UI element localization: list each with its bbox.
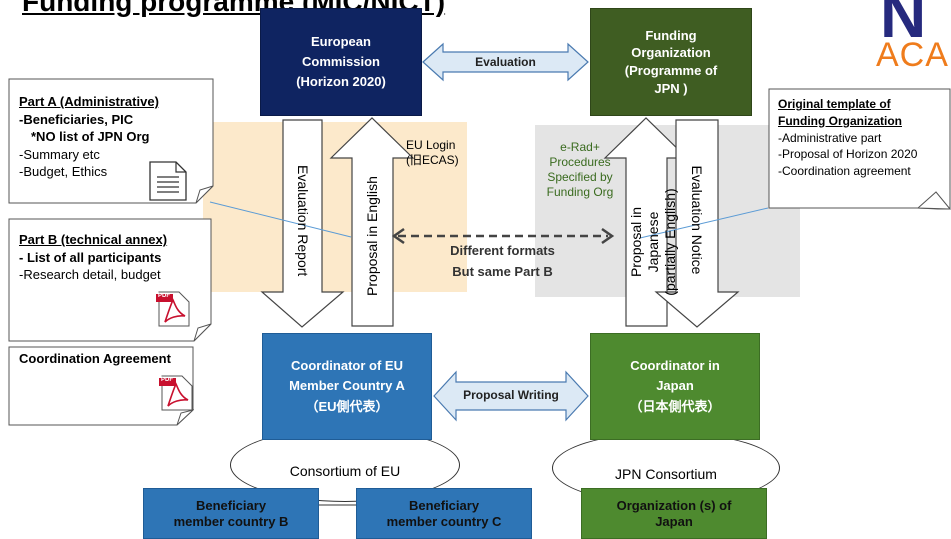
- eu-submission-band: [203, 122, 467, 292]
- ec-line1: European: [311, 33, 371, 49]
- proposal-writing-arrow: [433, 370, 589, 422]
- proposal-japanese-label: Proposal in Japanese (partially English): [628, 185, 678, 299]
- pdf-icon: [159, 375, 193, 411]
- pdf-icon: [156, 291, 190, 327]
- note-b-line2: -Research detail, budget: [19, 267, 161, 283]
- org-japan-line1: Organization (s) of: [616, 497, 732, 513]
- eu-login-line1: EU Login: [406, 138, 456, 152]
- eu-login-line2: (旧ECAS): [406, 153, 459, 167]
- proposal-english-arrow: [329, 117, 415, 327]
- note-fo-heading2: Funding Organization: [778, 113, 902, 128]
- note-a-line3: -Summary etc: [19, 146, 100, 162]
- note-fo-line3: -Coordination agreement: [778, 164, 911, 179]
- evaluation-label: Evaluation: [475, 55, 536, 69]
- note-fo-line1: -Administrative part: [778, 130, 882, 145]
- proposal-english-label: Proposal in English: [364, 176, 380, 296]
- erad-line2: Procedures: [549, 155, 611, 169]
- fo-line1: Funding: [645, 27, 697, 43]
- evaluation-notice-arrow: [654, 119, 740, 328]
- erad-label: e-Rad+ Procedures Specified by Funding O…: [540, 140, 620, 200]
- proposal-japanese-line2: (partially English): [662, 188, 678, 296]
- beneficiary-c-box: Beneficiary member country C: [356, 488, 532, 539]
- evaluation-arrow: [422, 42, 589, 82]
- beneficiary-c-line1: Beneficiary: [408, 497, 480, 513]
- evaluation-report-arrow: [260, 119, 345, 328]
- fo-line4: JPN ): [654, 80, 688, 96]
- note-funding-org-template: Original template of Funding Organizatio…: [778, 96, 951, 180]
- coord-jp-front-line3: （日本側代表）: [629, 398, 721, 414]
- beneficiary-c-line2: member country C: [386, 513, 502, 529]
- different-line1: Different formats: [450, 243, 555, 258]
- coord-eu-front-line3: （EU側代表）: [305, 398, 389, 414]
- pdf-badge-c: PDF: [161, 377, 173, 383]
- org-japan-line2: Japan: [655, 513, 693, 529]
- coord-jp-front-line1: Coordinator in: [630, 358, 720, 374]
- erad-line4: Funding Org: [546, 185, 614, 199]
- note-a-line4: -Budget, Ethics: [19, 164, 108, 180]
- beneficiary-b-line1: Beneficiary: [195, 497, 267, 513]
- different-line2: But same Part B: [452, 263, 553, 279]
- organization-japan-box: Organization (s) of Japan: [581, 488, 767, 539]
- proposal-writing-label: Proposal Writing: [463, 388, 559, 402]
- note-fo-heading1: Original template of: [778, 97, 891, 111]
- funding-organization-box: Funding Organization (Programme of JPN ): [590, 8, 752, 116]
- fo-line3: (Programme of: [624, 63, 718, 78]
- jp-consortium-label: JPN Consortium: [615, 466, 717, 482]
- proposal-japanese-line1: Proposal in Japanese: [628, 206, 661, 278]
- note-b-heading: Part B (technical annex): [19, 232, 168, 247]
- note-a-callout: [209, 201, 352, 238]
- evaluation-notice-label: Evaluation Notice: [689, 165, 705, 275]
- eu-login-label: EU Login (旧ECAS): [406, 138, 459, 168]
- ec-line2: Commission: [301, 53, 380, 69]
- pdf-badge-b: PDF: [158, 293, 170, 299]
- ec-line3: (Horizon 2020): [296, 74, 386, 90]
- coord-jp-front-line2: Japan: [656, 378, 694, 394]
- note-part-a: Part A (Administrative) -Beneficiaries, …: [19, 93, 209, 181]
- note-fo-callout: [639, 207, 769, 239]
- note-fo-shape: [768, 88, 951, 210]
- note-coordination-agreement: Coordination Agreement: [19, 351, 171, 366]
- erad-line3: Specified by: [547, 170, 613, 184]
- logo-letter: N: [880, 0, 927, 51]
- coord-eu-front-line2: Member Country A: [289, 378, 405, 394]
- logo-text: ACA: [876, 36, 949, 74]
- erad-line1: e-Rad+: [560, 140, 600, 154]
- coordinator-eu-box-front: Coordinator of EU Member Country A （EU側代…: [262, 333, 432, 440]
- european-commission-box: European Commission (Horizon 2020): [260, 8, 422, 116]
- coord-eu-front-line1: Coordinator of EU: [291, 358, 403, 374]
- evaluation-report-label: Evaluation Report: [295, 165, 311, 277]
- note-a-heading: Part A (Administrative): [19, 94, 159, 109]
- document-icon: [149, 161, 187, 201]
- note-a-line1: -Beneficiaries, PIC: [19, 111, 134, 127]
- fo-line2: Organization: [631, 45, 711, 61]
- different-formats-label: Different formats But same Part B: [420, 241, 585, 283]
- note-fo-line2: -Proposal of Horizon 2020: [778, 147, 918, 162]
- note-b-line1: - List of all participants: [19, 249, 162, 265]
- eu-consortium-label: Consortium of EU: [289, 463, 401, 479]
- note-c-shape: [8, 346, 194, 426]
- beneficiary-b-line2: member country B: [173, 513, 289, 529]
- beneficiary-b-box: Beneficiary member country B: [143, 488, 319, 539]
- coordinator-japan-box-front: Coordinator in Japan （日本側代表）: [590, 333, 760, 440]
- note-part-b: Part B (technical annex) - List of all p…: [19, 231, 209, 284]
- note-a-line2: *NO list of JPN Org: [31, 129, 150, 145]
